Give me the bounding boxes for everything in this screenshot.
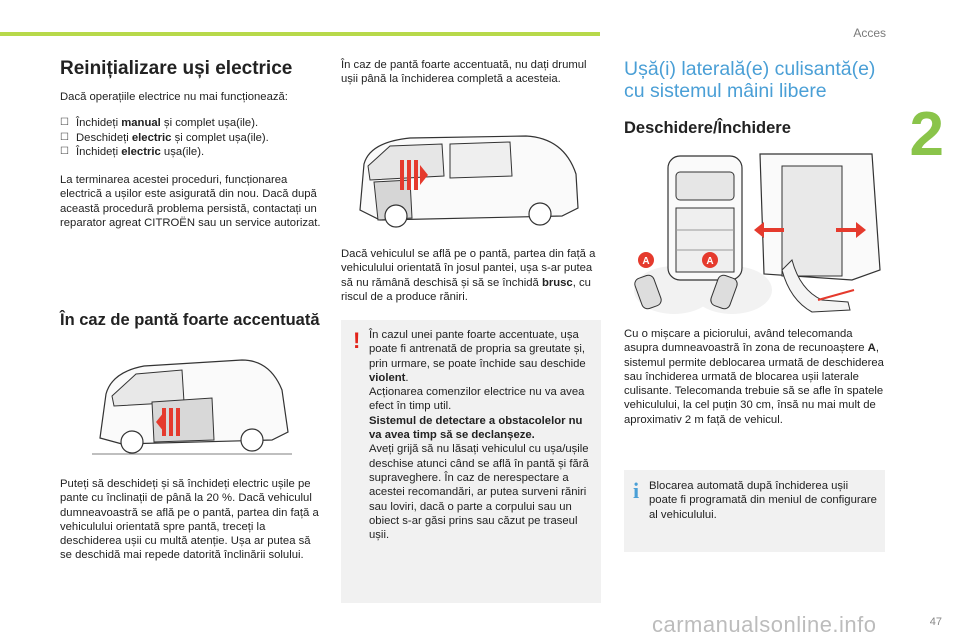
info-icon: i (633, 478, 640, 503)
zone-label-a: A (706, 256, 713, 267)
section-title-handsfree: Ușă(i) laterală(e) culisantă(e) cu siste… (624, 58, 876, 102)
reset-step: ☐Închideți electric ușa(ile). (60, 145, 205, 158)
section-title-reset: Reinițializare uși electrice (60, 58, 293, 79)
slope-text: Puteți să deschideți și să închideți ele… (60, 478, 319, 562)
warning-text: În cazul unei pante foarte accentuate, u… (369, 329, 589, 542)
section-label: Acces (853, 26, 886, 40)
column-middle: În caz de pantă foarte accentuată, nu da… (341, 58, 599, 99)
chapter-number: 2 (909, 100, 944, 169)
check-icon: ☐ (60, 145, 69, 157)
column-right: Ușă(i) laterală(e) culisantă(e) cu siste… (624, 58, 890, 138)
slope-hold-text: În caz de pantă foarte accentuată, nu da… (341, 59, 587, 86)
zone-label-a: A (642, 256, 649, 267)
reset-note: La terminarea acestei proceduri, funcțio… (60, 174, 321, 230)
van-figure-left (92, 359, 292, 455)
handsfree-text: Cu o mișcare a piciorului, având telecom… (624, 328, 884, 426)
check-icon: ☐ (60, 131, 69, 143)
warning-box: ! În cazul unei pante foarte accentuate,… (341, 320, 601, 603)
handsfree-text-block: Cu o mișcare a piciorului, având telecom… (624, 327, 890, 439)
info-box: i Blocarea automată după închiderea ușii… (624, 470, 885, 552)
slope-down-block: Dacă vehiculul se află pe o pantă, parte… (341, 247, 599, 316)
header-accent-bar (0, 32, 600, 36)
watermark-text: carmanualsonline.info (652, 612, 877, 637)
column-left: Reinițializare uși electrice Dacă operaț… (60, 58, 322, 242)
slope-section: În caz de pantă foarte accentuată (60, 310, 322, 330)
subsection-title-open-close: Deschidere/Închidere (624, 119, 791, 137)
reset-step: ☐Închideți manual și complet ușa(ile). (60, 117, 259, 130)
handsfree-figure: A A (634, 153, 881, 314)
reset-steps: ☐Închideți manual și complet ușa(ile). ☐… (60, 116, 322, 159)
warning-exclamation-icon: ! (353, 328, 361, 353)
section-title-slope: În caz de pantă foarte accentuată (60, 311, 320, 329)
info-text: Blocarea automată după închiderea ușii p… (649, 480, 877, 521)
page-number: 47 (929, 616, 942, 628)
slope-text-block: Puteți să deschideți și să închideți ele… (60, 477, 322, 575)
reset-intro: Dacă operațiile electrice nu mai funcțio… (60, 91, 288, 103)
slope-down-text: Dacă vehiculul se află pe o pantă, parte… (341, 248, 596, 303)
reset-step: ☐Deschideți electric și complet ușa(ile)… (60, 131, 269, 144)
van-figure-middle (359, 135, 579, 228)
check-icon: ☐ (60, 117, 69, 129)
